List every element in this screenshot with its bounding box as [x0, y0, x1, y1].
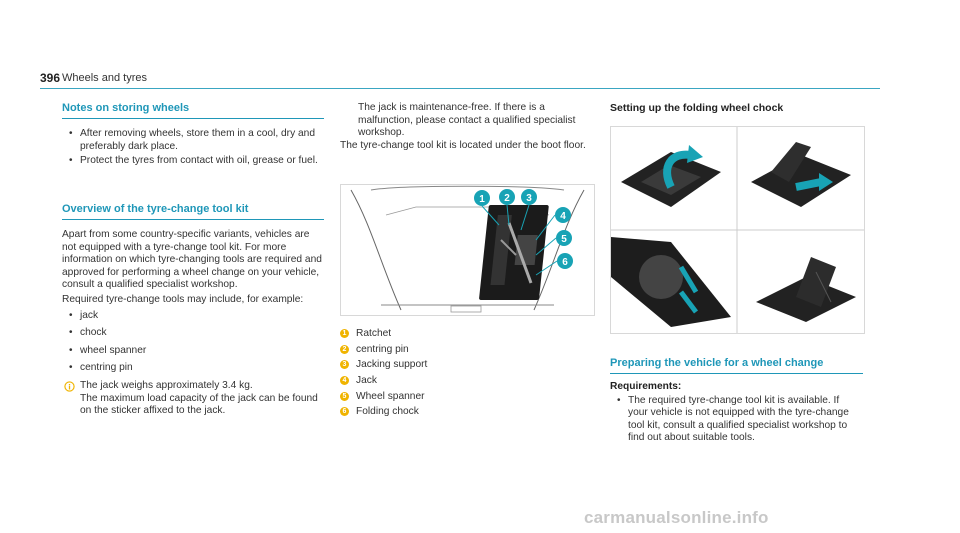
middle-text: The jack is maintenance-free. If there i…	[340, 102, 594, 152]
callout-1: 1	[479, 194, 485, 205]
notes-bullet-1: After removing wheels, store them in a c…	[62, 128, 324, 153]
notes-section: Notes on storing wheels After removing w…	[62, 102, 324, 168]
toolkit-image: 1 2 3 4 5 6	[340, 184, 595, 316]
svg-text:i: i	[68, 382, 71, 391]
page-header-title: Wheels and tyres	[62, 72, 147, 84]
callout-5: 5	[561, 234, 567, 245]
overview-para-2: Required tyre-change tools may include, …	[62, 293, 304, 305]
chock-illustration	[611, 127, 864, 333]
info-note: i The jack weighs approximately 3.4 kg. …	[62, 380, 324, 418]
header-rule	[40, 88, 880, 89]
notes-rule	[62, 118, 324, 119]
requirements-label: Requirements:	[610, 381, 682, 392]
notes-title: Notes on storing wheels	[62, 102, 190, 114]
prepare-section: Preparing the vehicle for a wheel change	[610, 357, 863, 374]
overview-section: Overview of the tyre-change tool kit Apa…	[62, 203, 324, 418]
overview-para-1: Apart from some country-specific variant…	[62, 229, 322, 291]
jack-maintenance-text: The jack is maintenance-free. If there i…	[358, 102, 576, 139]
toolkit-location-text: The tyre-change tool kit is located unde…	[340, 139, 586, 151]
tool-item-jack: jack	[62, 310, 324, 323]
info-line-2: The maximum load capacity of the jack ca…	[80, 392, 318, 417]
tool-item-centring-pin: centring pin	[62, 362, 324, 375]
chock-setup-image	[610, 126, 865, 334]
tool-item-wheel-spanner: wheel spanner	[62, 345, 324, 358]
prepare-rule	[610, 373, 863, 374]
overview-rule	[62, 219, 324, 220]
boot-illustration: 1 2 3 4 5 6	[350, 185, 585, 313]
callout-4: 4	[560, 211, 566, 222]
callout-6: 6	[562, 257, 568, 268]
overview-title: Overview of the tyre-change tool kit	[62, 203, 249, 215]
prepare-title: Preparing the vehicle for a wheel change	[610, 357, 824, 369]
page-number: 396	[40, 71, 61, 85]
requirements-block: Requirements: The required tyre-change t…	[610, 381, 850, 445]
tool-item-chock: chock	[62, 327, 324, 340]
requirements-bullet: The required tyre-change tool kit is ava…	[610, 395, 850, 445]
notes-bullet-2: Protect the tyres from contact with oil,…	[62, 155, 324, 168]
callout-3: 3	[526, 193, 532, 204]
callout-2: 2	[504, 193, 510, 204]
info-icon: i	[64, 381, 75, 392]
watermark: carmanualsonline.info	[584, 508, 769, 527]
info-line-1: The jack weighs approximately 3.4 kg.	[80, 379, 253, 391]
setup-chock-title: Setting up the folding wheel chock	[610, 102, 784, 114]
